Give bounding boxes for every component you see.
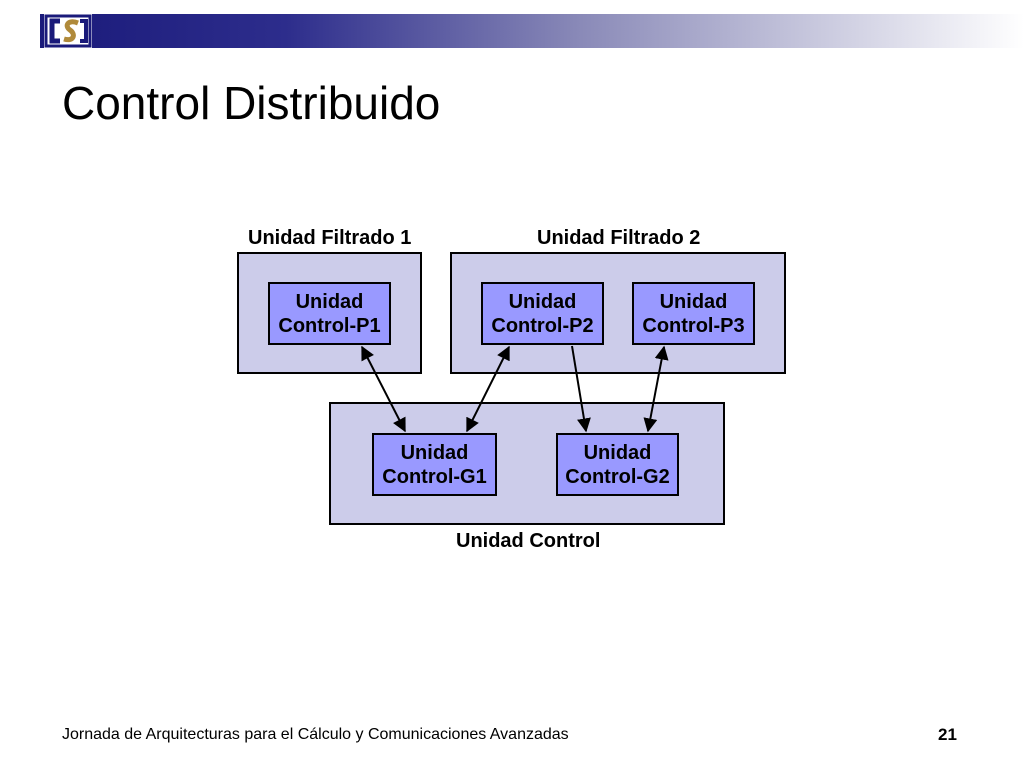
slide-title: Control Distribuido xyxy=(62,77,441,129)
unit-control-p3: Unidad Control-P3 xyxy=(632,282,755,345)
page-number: 21 xyxy=(938,725,957,744)
group-label-control: Unidad Control xyxy=(456,530,601,552)
unit-g1-line2: Control-G1 xyxy=(382,465,487,488)
unit-p1-line2: Control-P1 xyxy=(278,314,381,337)
group-label-filtrado-1: Unidad Filtrado 1 xyxy=(248,227,412,249)
arrow-p3-g2 xyxy=(643,345,669,433)
arrow-p1-g1 xyxy=(361,345,406,433)
unit-control-g1: Unidad Control-G1 xyxy=(372,433,497,496)
unit-control-p2: Unidad Control-P2 xyxy=(481,282,604,345)
cs-logo xyxy=(44,14,92,48)
unit-g1-line1: Unidad xyxy=(400,441,469,464)
group-label-filtrado-2: Unidad Filtrado 2 xyxy=(537,227,701,249)
unit-g2-line2: Control-G2 xyxy=(565,465,670,488)
unit-control-p1: Unidad Control-P1 xyxy=(268,282,391,345)
unit-g2-line1: Unidad xyxy=(583,441,652,464)
unit-p1-line1: Unidad xyxy=(295,290,364,313)
footer-text: Jornada de Arquitecturas para el Cálculo… xyxy=(62,726,569,743)
unit-control-g2: Unidad Control-G2 xyxy=(556,433,679,496)
unit-p3-line1: Unidad xyxy=(659,290,728,313)
header-gradient-bar xyxy=(40,14,1024,48)
arrow-p2-g1 xyxy=(466,345,510,433)
unit-p2-line1: Unidad xyxy=(508,290,577,313)
arrow-p2-g2 xyxy=(571,345,591,433)
unit-p3-line2: Control-P3 xyxy=(642,314,745,337)
unit-p2-line2: Control-P2 xyxy=(491,314,594,337)
